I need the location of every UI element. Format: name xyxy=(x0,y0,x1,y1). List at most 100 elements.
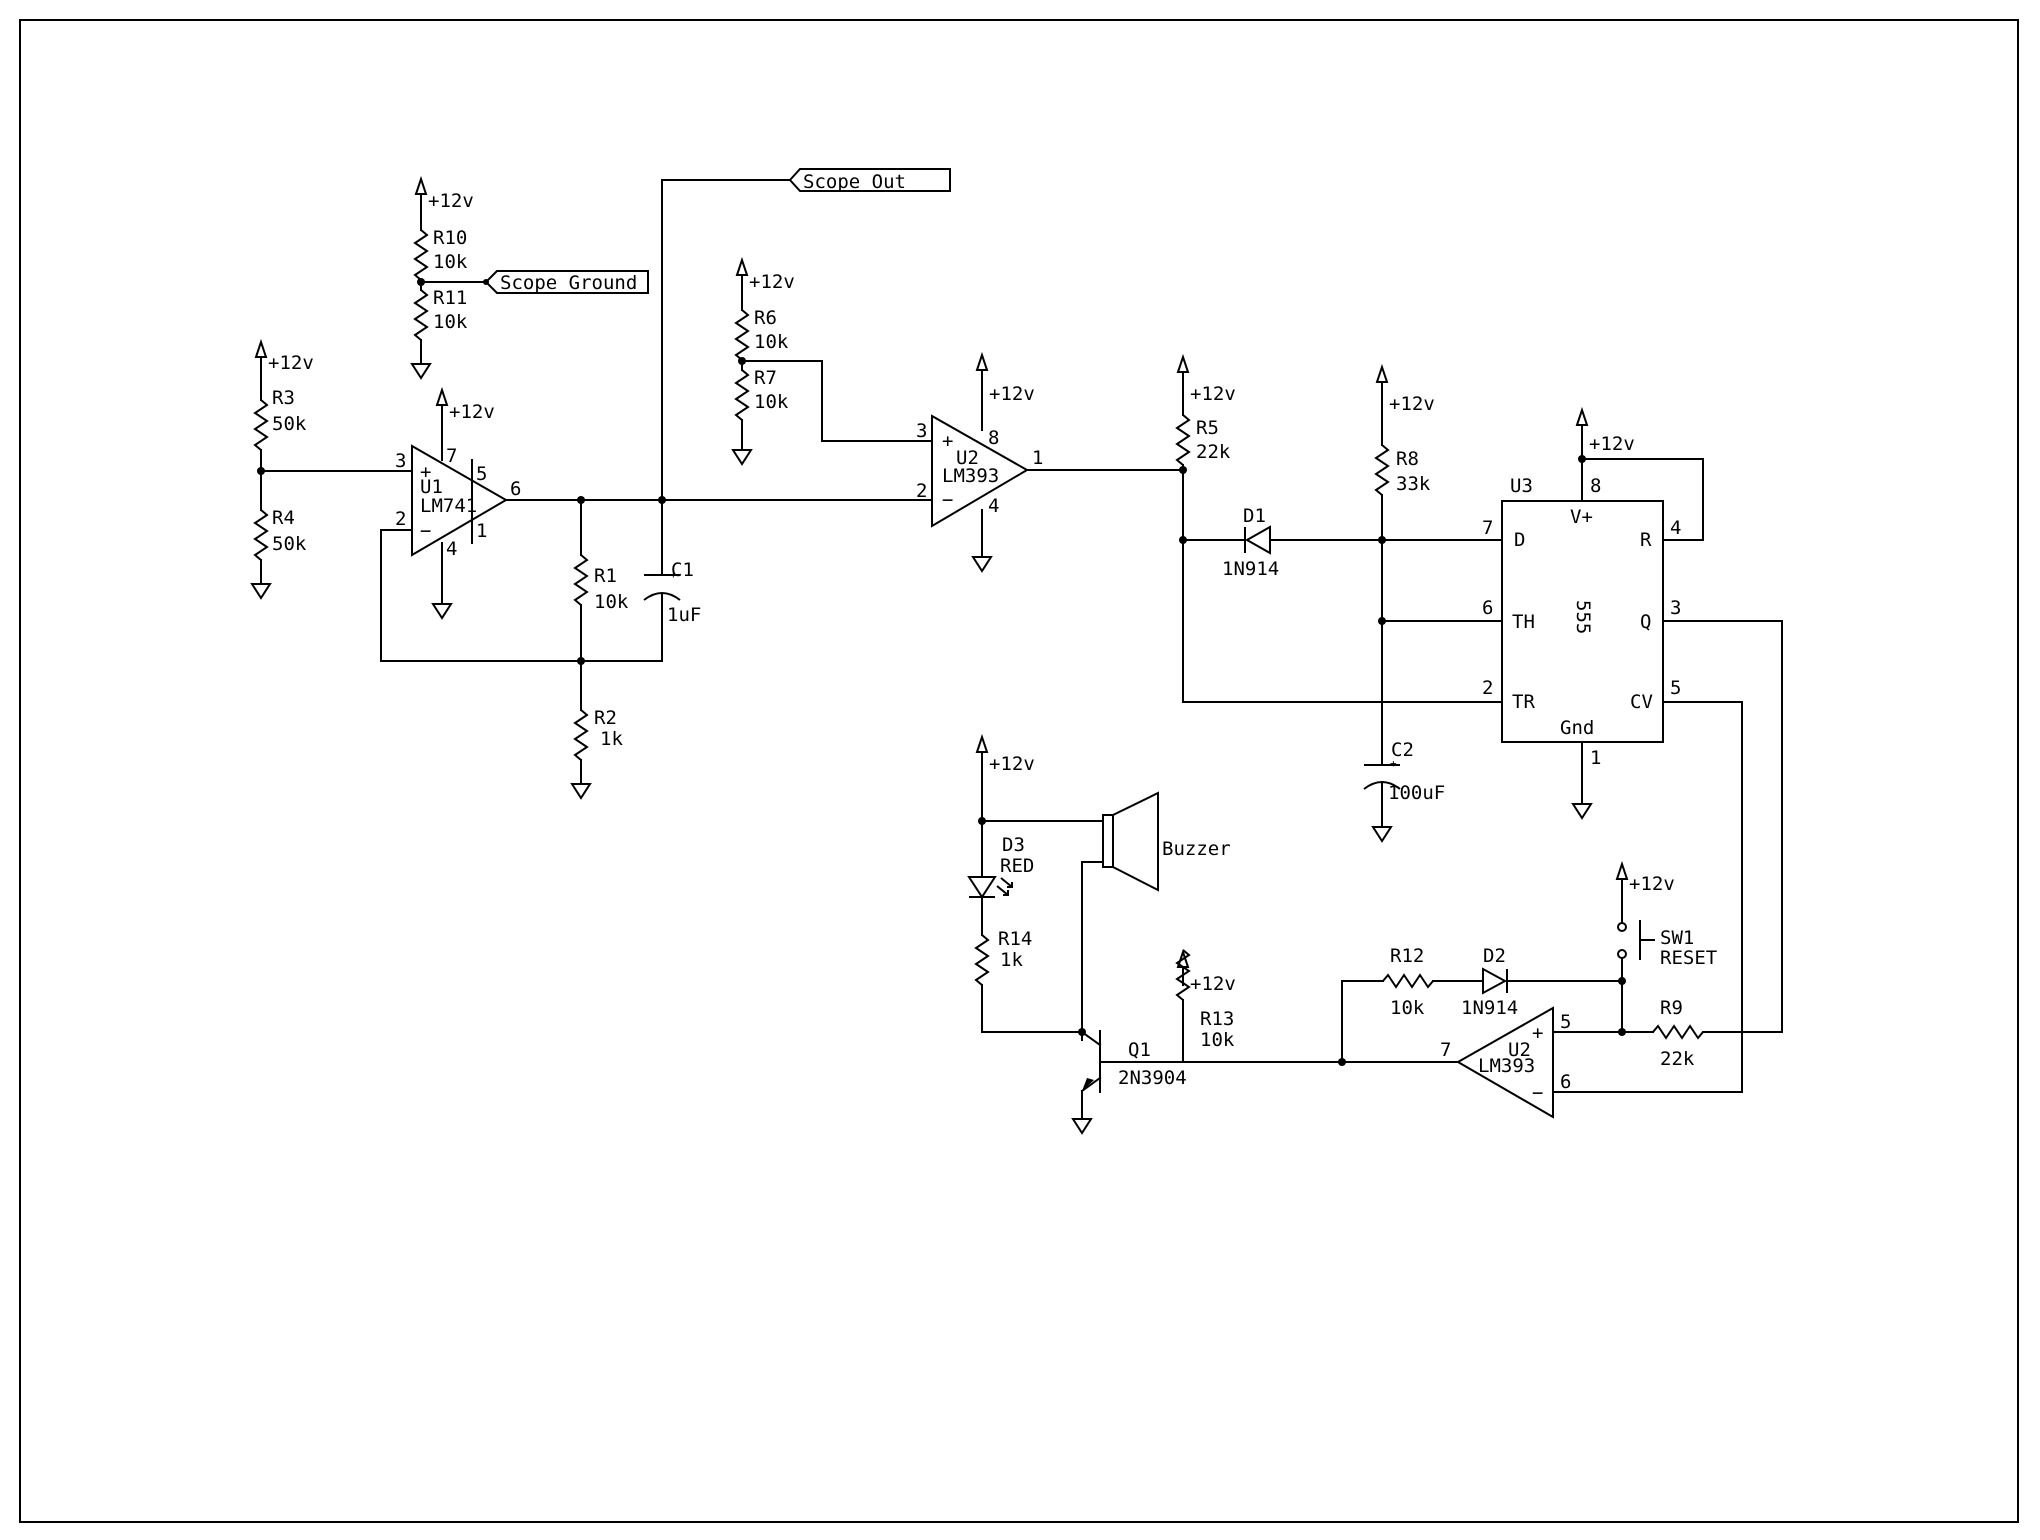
vcc-label-r3: +12v xyxy=(268,352,314,374)
svg-text:10k: 10k xyxy=(433,251,468,273)
svg-text:+: + xyxy=(420,461,431,483)
switch-sw1: SW1 RESET xyxy=(1617,920,1717,969)
svg-text:5: 5 xyxy=(1670,677,1681,699)
svg-text:C1: C1 xyxy=(671,559,694,581)
svg-text:10k: 10k xyxy=(1200,1029,1235,1051)
vcc-label-d3: +12v xyxy=(989,753,1035,775)
svg-text:R7: R7 xyxy=(754,367,777,389)
svg-text:6: 6 xyxy=(1482,597,1493,619)
diode-d2: D2 1N914 xyxy=(1461,945,1518,1019)
svg-text:10k: 10k xyxy=(594,591,629,613)
power-labels: +12v +12v +12v +12v +12v +12v +12v +12v … xyxy=(268,190,1675,995)
svg-text:1k: 1k xyxy=(600,728,623,750)
svg-text:3: 3 xyxy=(916,420,927,442)
svg-text:2: 2 xyxy=(1482,677,1493,699)
buzzer: Buzzer xyxy=(1102,791,1231,892)
svg-text:5: 5 xyxy=(1560,1011,1571,1033)
svg-text:50k: 50k xyxy=(272,533,307,555)
resistor-r9: R9 22k xyxy=(1652,997,1704,1070)
svg-text:3: 3 xyxy=(395,450,406,472)
vcc-label-r10: +12v xyxy=(428,190,474,212)
svg-text:+: + xyxy=(1532,1022,1543,1044)
svg-text:C2: C2 xyxy=(1391,739,1414,761)
svg-text:6: 6 xyxy=(510,478,521,500)
svg-text:R4: R4 xyxy=(272,507,295,529)
svg-text:4: 4 xyxy=(1670,517,1681,539)
svg-text:2: 2 xyxy=(395,508,406,530)
svg-text:10k: 10k xyxy=(1390,997,1425,1019)
opamp-u1: + − U1 LM741 3 2 6 7 4 5 1 xyxy=(395,444,521,560)
svg-text:1: 1 xyxy=(476,520,487,542)
svg-text:2N3904: 2N3904 xyxy=(1118,1067,1187,1089)
svg-text:10k: 10k xyxy=(754,391,789,413)
svg-text:+: + xyxy=(670,568,677,581)
svg-text:D: D xyxy=(1514,529,1525,551)
resistor-r12: R12 10k xyxy=(1382,945,1434,1019)
svg-text:U2: U2 xyxy=(956,447,979,469)
comparator-u2b: + − U2 LM393 5 6 7 xyxy=(1440,1006,1571,1119)
svg-text:U1: U1 xyxy=(420,476,443,498)
svg-text:TH: TH xyxy=(1512,611,1535,633)
svg-text:−: − xyxy=(420,520,431,542)
timer-u3: U3 D TH TR V+ Gnd R Q CV 555 7 6 2 8 1 4… xyxy=(1482,475,1681,769)
svg-text:U2: U2 xyxy=(1508,1039,1531,1061)
svg-text:22k: 22k xyxy=(1660,1048,1695,1070)
svg-text:Q1: Q1 xyxy=(1128,1039,1151,1061)
svg-text:LM741: LM741 xyxy=(420,495,477,517)
vcc-label-r8: +12v xyxy=(1389,393,1435,415)
svg-text:22k: 22k xyxy=(1196,441,1231,463)
svg-text:R10: R10 xyxy=(433,227,467,249)
svg-text:U3: U3 xyxy=(1510,475,1533,497)
svg-text:R8: R8 xyxy=(1396,448,1419,470)
svg-text:R12: R12 xyxy=(1390,945,1424,967)
svg-text:Scope Ground: Scope Ground xyxy=(500,272,637,294)
svg-text:R6: R6 xyxy=(754,307,777,329)
svg-text:1N914: 1N914 xyxy=(1222,558,1279,580)
vcc-label-sw1: +12v xyxy=(1629,873,1675,895)
svg-text:4: 4 xyxy=(988,495,999,517)
svg-text:−: − xyxy=(1532,1082,1543,1104)
vcc-label-u1: +12v xyxy=(449,401,495,423)
led-d3: D3 RED xyxy=(967,834,1034,899)
svg-text:+: + xyxy=(942,430,953,452)
svg-text:Buzzer: Buzzer xyxy=(1162,838,1231,860)
capacitor-c2: + C2 100uF xyxy=(1363,739,1445,804)
svg-text:1k: 1k xyxy=(1000,949,1023,971)
svg-text:RED: RED xyxy=(1000,855,1034,877)
capacitor-c1: + C1 1uF xyxy=(643,559,701,626)
svg-text:−: − xyxy=(942,489,953,511)
svg-text:D2: D2 xyxy=(1483,945,1506,967)
svg-text:50k: 50k xyxy=(272,413,307,435)
offpage-scope-ground: Scope Ground xyxy=(483,270,649,294)
svg-text:SW1: SW1 xyxy=(1660,927,1694,949)
svg-text:+: + xyxy=(1390,757,1397,770)
svg-text:4: 4 xyxy=(446,538,457,560)
comparator-u2a: + − U2 LM393 3 2 1 8 4 xyxy=(916,414,1043,528)
svg-text:Gnd: Gnd xyxy=(1560,717,1594,739)
svg-text:TR: TR xyxy=(1512,691,1535,713)
svg-text:1: 1 xyxy=(1032,447,1043,469)
svg-text:100uF: 100uF xyxy=(1388,782,1445,804)
svg-text:10k: 10k xyxy=(754,331,789,353)
svg-text:R: R xyxy=(1640,529,1652,551)
svg-text:3: 3 xyxy=(1670,597,1681,619)
svg-text:555: 555 xyxy=(1572,600,1594,634)
svg-text:R14: R14 xyxy=(998,928,1032,950)
svg-text:10k: 10k xyxy=(433,311,468,333)
svg-text:R9: R9 xyxy=(1660,997,1683,1019)
svg-text:R1: R1 xyxy=(594,565,617,587)
svg-text:LM393: LM393 xyxy=(942,465,999,487)
svg-text:2: 2 xyxy=(916,480,927,502)
svg-text:1N914: 1N914 xyxy=(1461,997,1518,1019)
